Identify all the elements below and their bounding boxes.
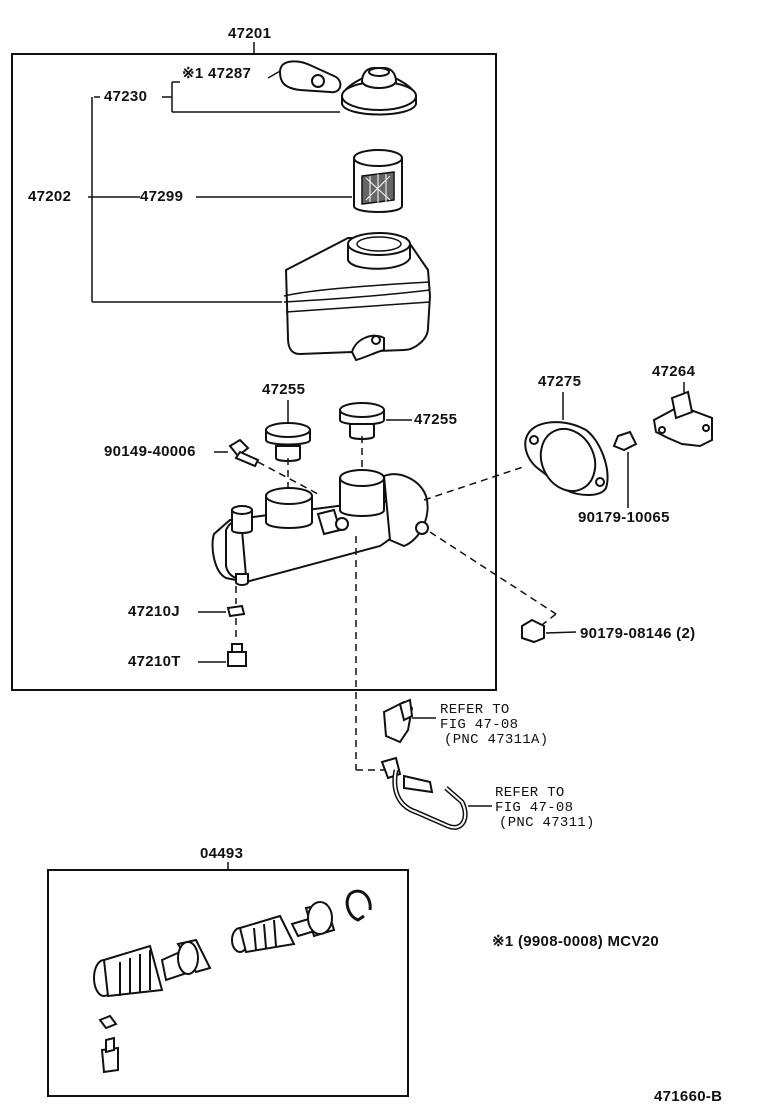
figure-code: 471660-B bbox=[654, 1088, 723, 1105]
bracket-part bbox=[652, 382, 713, 448]
label-47202: 47202 bbox=[28, 188, 72, 205]
label-47210t: 47210T bbox=[128, 653, 181, 670]
label-47299: 47299 bbox=[140, 188, 184, 205]
grommet-right-part bbox=[339, 402, 412, 440]
assembly-box bbox=[11, 53, 497, 691]
label-04493: 04493 bbox=[200, 845, 244, 862]
nut-master-part bbox=[429, 531, 577, 644]
refer-lower: REFER TO FIG 47-08 (PNC 47311) bbox=[495, 786, 595, 831]
master-cylinder-body bbox=[211, 436, 429, 586]
washer-part bbox=[198, 586, 246, 640]
label-47287: ※1 47287 bbox=[182, 65, 252, 82]
refer-upper-line3: (PNC 47311A) bbox=[444, 732, 549, 748]
reservoir-tank bbox=[283, 232, 432, 362]
label-90179-08146: 90179-08146 (2) bbox=[580, 625, 696, 642]
reservoir-cap bbox=[341, 67, 417, 116]
refer-lower-line2: FIG 47-08 bbox=[495, 800, 574, 816]
label-47255-right: 47255 bbox=[414, 411, 458, 428]
refer-lower-line3: (PNC 47311) bbox=[499, 815, 595, 831]
label-47264: 47264 bbox=[652, 363, 696, 380]
nut-bracket-part bbox=[612, 430, 638, 508]
footnote: ※1 (9908-0008) MCV20 bbox=[492, 933, 659, 950]
label-90179-10065: 90179-10065 bbox=[578, 509, 670, 526]
bolt-part bbox=[198, 643, 247, 667]
cap-diaphragm bbox=[278, 60, 342, 94]
reservoir-leaders bbox=[88, 69, 352, 303]
label-47201: 47201 bbox=[228, 25, 272, 42]
union-bolt-part bbox=[214, 438, 319, 495]
refer-lower-line1: REFER TO bbox=[495, 785, 565, 801]
label-47210j: 47210J bbox=[128, 603, 180, 620]
grommet-left-part bbox=[265, 400, 311, 462]
strainer bbox=[353, 149, 403, 213]
gasket-plate-part bbox=[423, 392, 609, 501]
label-47230: 47230 bbox=[104, 88, 148, 105]
union-connector bbox=[382, 698, 436, 744]
brake-pipe bbox=[380, 756, 492, 830]
refer-upper-line1: REFER TO bbox=[440, 702, 510, 718]
refer-upper-line2: FIG 47-08 bbox=[440, 717, 519, 733]
label-90149: 90149-40006 bbox=[104, 443, 196, 460]
label-47275: 47275 bbox=[538, 373, 582, 390]
refer-upper: REFER TO FIG 47-08 (PNC 47311A) bbox=[440, 703, 548, 748]
repair-kit-parts bbox=[93, 889, 372, 1074]
label-47255-left: 47255 bbox=[262, 381, 306, 398]
